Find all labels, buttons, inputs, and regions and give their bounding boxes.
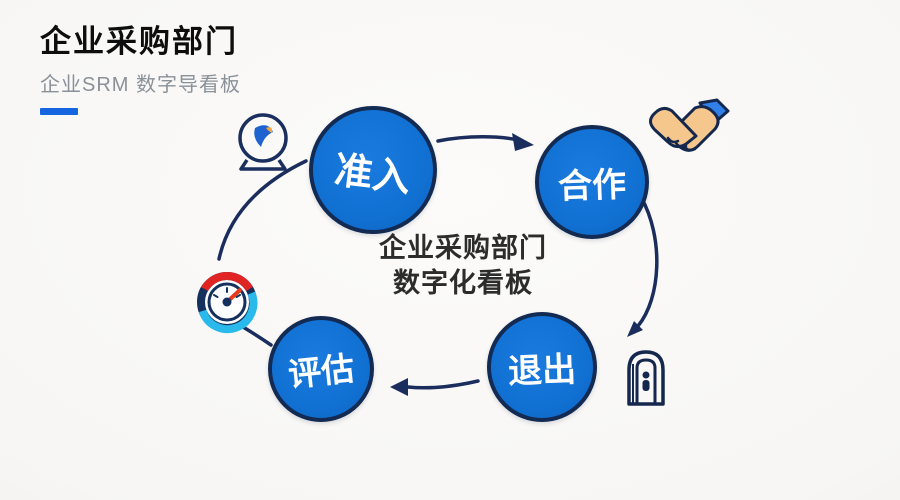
arrowhead-right — [512, 133, 534, 151]
center-label-line1: 企业采购部门 — [379, 233, 547, 263]
gauge-icon — [197, 272, 258, 334]
process-node-cooperation: 合作 — [535, 125, 649, 239]
stamp-icon — [238, 113, 288, 171]
handshake-icon — [649, 98, 730, 152]
arrow-cooperation-to-exit — [636, 195, 659, 328]
node-label: 评估 — [286, 349, 357, 394]
arrow-exit-to-evaluation — [406, 379, 480, 390]
center-label-line2: 数字化看板 — [393, 267, 533, 298]
page-title: 企业采购部门 — [40, 24, 238, 59]
node-label: 合作 — [557, 165, 627, 206]
door-icon — [627, 350, 665, 406]
process-node-exit: 退出 — [487, 312, 597, 422]
accent-underline — [40, 108, 78, 115]
process-node-evaluation: 评估 — [268, 316, 374, 422]
arrow-access-to-cooperation — [436, 135, 520, 143]
node-label: 退出 — [507, 350, 577, 391]
arrowhead-down — [627, 321, 643, 337]
process-node-access: 准入 — [309, 106, 437, 234]
node-label: 准入 — [332, 148, 413, 200]
connector-gauge-to-evaluation — [241, 325, 273, 347]
arc-evaluation-to-access — [217, 159, 308, 261]
arrowhead-left — [390, 378, 408, 396]
page-subtitle: 企业SRM 数字导看板 — [40, 74, 241, 96]
center-label: 企业采购部门 数字化看板 — [358, 231, 568, 300]
header: 企业采购部门 企业SRM 数字导看板 — [40, 16, 241, 115]
